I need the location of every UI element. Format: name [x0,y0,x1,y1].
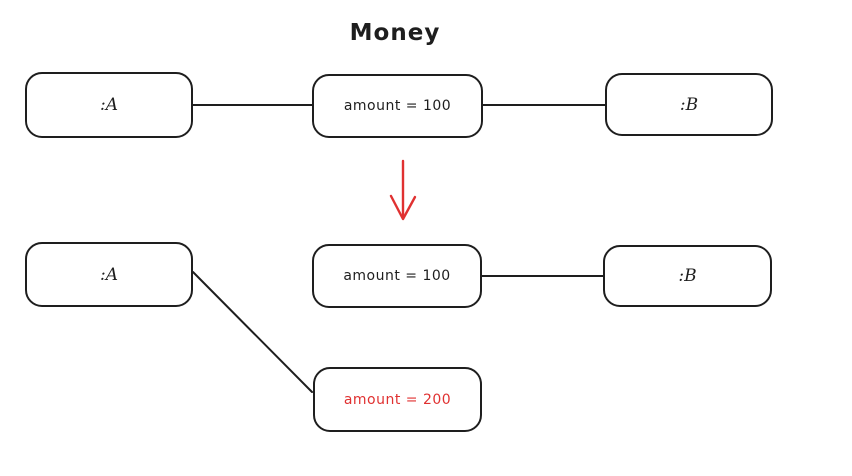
edge-a-to-amount200-after [192,271,313,393]
relationship-amount-100-before: amount = 100 [312,74,483,138]
relationship-amount-200-new-label: amount = 200 [343,391,452,408]
down-arrow-icon [389,159,417,221]
page-title: Money [349,20,441,46]
relationship-amount-100-after: amount = 100 [312,244,482,308]
node-b-before-label: :B [679,94,699,115]
relationship-amount-100-after-label: amount = 100 [343,268,451,284]
node-b-before: :B [605,73,773,136]
node-a-before: :A [25,72,193,138]
node-a-after-label: :A [99,264,118,285]
relationship-amount-200-new: amount = 200 [313,367,482,432]
node-b-after-label: :B [678,266,697,286]
node-b-after: :B [603,245,772,307]
node-a-after: :A [25,242,193,307]
node-a-before-label: :A [99,95,118,115]
relationship-amount-100-before-label: amount = 100 [343,98,452,114]
